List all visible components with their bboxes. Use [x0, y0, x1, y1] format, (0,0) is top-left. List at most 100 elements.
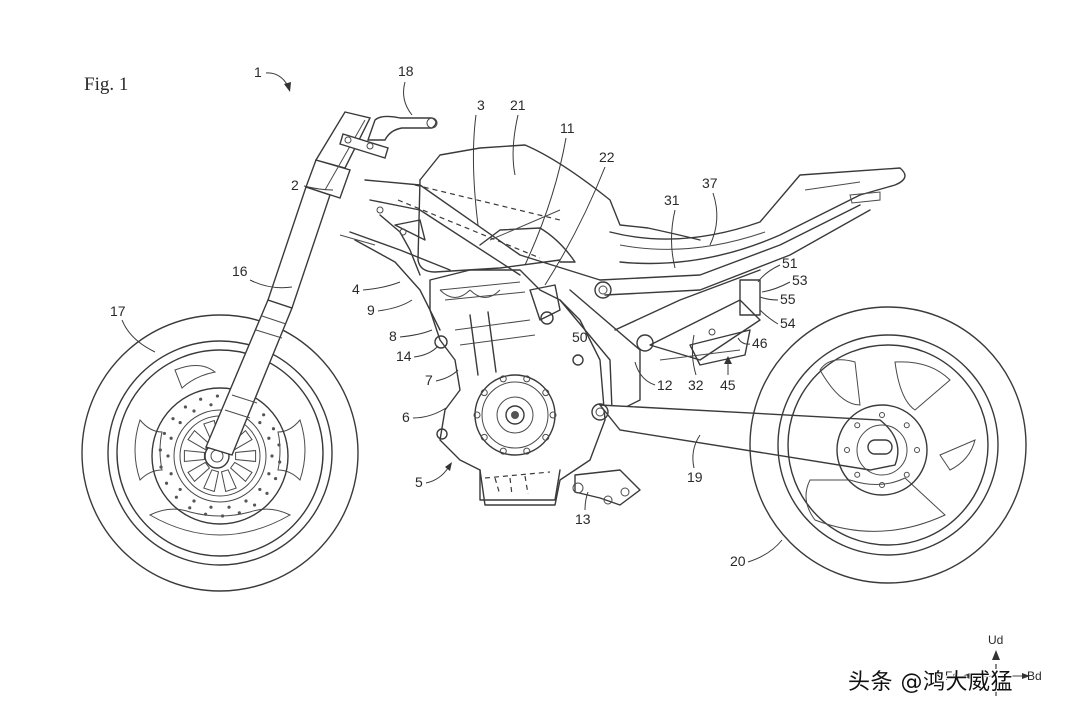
- disc-hole: [277, 443, 281, 447]
- svg-text:9: 9: [367, 302, 375, 318]
- cover-bolt: [542, 433, 550, 441]
- svg-text:4: 4: [352, 281, 360, 297]
- rear-bracket: [649, 279, 761, 366]
- ref-5: 5: [415, 462, 452, 490]
- disc-hole: [192, 409, 196, 413]
- arrow-icon: [284, 82, 291, 92]
- ref-2: 2: [291, 177, 334, 193]
- disc-hole: [262, 413, 266, 417]
- disc-hole: [174, 495, 178, 499]
- sprocket-hole: [854, 471, 861, 478]
- ref-8: 8: [389, 328, 433, 344]
- front-fork: [205, 111, 389, 456]
- svg-text:14: 14: [396, 348, 412, 364]
- ref-54: 54: [759, 309, 796, 331]
- svg-text:11: 11: [560, 120, 575, 136]
- disc-hole: [267, 472, 271, 476]
- arrow-right-icon: [1022, 673, 1030, 679]
- hub-spoke: [220, 469, 237, 493]
- ref-46: 46: [737, 335, 768, 351]
- sprocket-hole: [903, 422, 910, 429]
- ref-7: 7: [425, 369, 459, 388]
- sprocket-hole: [844, 447, 850, 453]
- svg-text:8: 8: [389, 328, 397, 344]
- disc-hole: [265, 491, 269, 495]
- svg-text:20: 20: [730, 553, 746, 569]
- svg-text:45: 45: [720, 377, 736, 393]
- ref-6: 6: [402, 407, 447, 425]
- disc-hole: [166, 454, 170, 458]
- rear-wheel: [749, 306, 1027, 584]
- ref-20: 20: [730, 539, 783, 569]
- disc-hole: [209, 505, 213, 509]
- cover-bolt: [473, 411, 481, 419]
- disc-hole: [169, 472, 173, 476]
- arrow-left-icon: [962, 673, 970, 679]
- disc-hole: [203, 512, 208, 516]
- disc-hole: [267, 436, 271, 440]
- cover-bolt: [480, 389, 488, 397]
- svg-text:2: 2: [291, 177, 299, 193]
- ref-51: 51: [757, 255, 798, 283]
- svg-text:16: 16: [232, 263, 248, 279]
- figure-title: Fig. 1: [84, 74, 128, 95]
- cover-bolt: [523, 447, 531, 455]
- hub-spoke: [187, 461, 211, 483]
- disc-hole: [178, 420, 182, 425]
- disc-hole: [237, 511, 241, 515]
- disc-hole: [271, 427, 276, 431]
- ref-14: 14: [396, 345, 439, 364]
- ref-9: 9: [367, 299, 413, 318]
- disc-hole: [258, 487, 262, 492]
- cover-bolt: [499, 375, 507, 383]
- hub-spoke: [229, 461, 253, 483]
- ref-31: 31: [664, 192, 680, 269]
- direction-up-label: Ud: [988, 633, 1003, 647]
- svg-text:32: 32: [688, 377, 704, 393]
- ref-55: 55: [759, 291, 796, 307]
- direction-backward-label: Bd: [1027, 669, 1042, 683]
- swingarm: [591, 403, 899, 471]
- hub-spoke: [183, 449, 205, 463]
- cover-bolts: [473, 375, 557, 455]
- ref-17: 17: [110, 303, 156, 353]
- sprocket-hole: [854, 422, 861, 429]
- fuel-tank: [397, 144, 701, 273]
- disc-hole: [183, 405, 188, 409]
- cover-bolt: [549, 411, 557, 419]
- svg-text:17: 17: [110, 303, 126, 319]
- disc-hole: [188, 506, 192, 510]
- ref-19: 19: [687, 434, 703, 485]
- disc-hole: [215, 394, 220, 398]
- svg-text:37: 37: [702, 175, 718, 191]
- seat: [609, 167, 906, 265]
- sprocket-hole: [879, 482, 885, 488]
- direction-indicator: Ud Fd Bd: [945, 633, 1042, 700]
- ref-16: 16: [232, 263, 293, 289]
- frame: [349, 179, 871, 411]
- disc-hole: [278, 460, 282, 464]
- ref-37: 37: [702, 175, 718, 246]
- hub-spoke: [235, 449, 257, 463]
- cover-bolt: [499, 447, 507, 455]
- sprocket-hole: [903, 471, 910, 478]
- arrow-icon: [445, 462, 452, 471]
- hub-spoke: [203, 469, 220, 493]
- disc-hole: [192, 499, 196, 503]
- ref-45: 45: [720, 356, 736, 393]
- disc-hole: [159, 465, 163, 469]
- cover-bolt: [523, 375, 531, 383]
- arrow-icon: [724, 356, 732, 364]
- handlebar: [367, 115, 438, 141]
- sprocket-hole: [914, 447, 920, 453]
- sprocket-hole: [879, 412, 885, 418]
- svg-text:6: 6: [402, 409, 410, 425]
- svg-text:55: 55: [780, 291, 796, 307]
- disc-hole: [178, 487, 182, 492]
- svg-text:5: 5: [415, 474, 423, 490]
- disc-hole: [220, 514, 225, 518]
- disc-hole: [209, 403, 213, 407]
- ref-50: 50: [572, 329, 588, 345]
- disc-hole: [171, 417, 175, 421]
